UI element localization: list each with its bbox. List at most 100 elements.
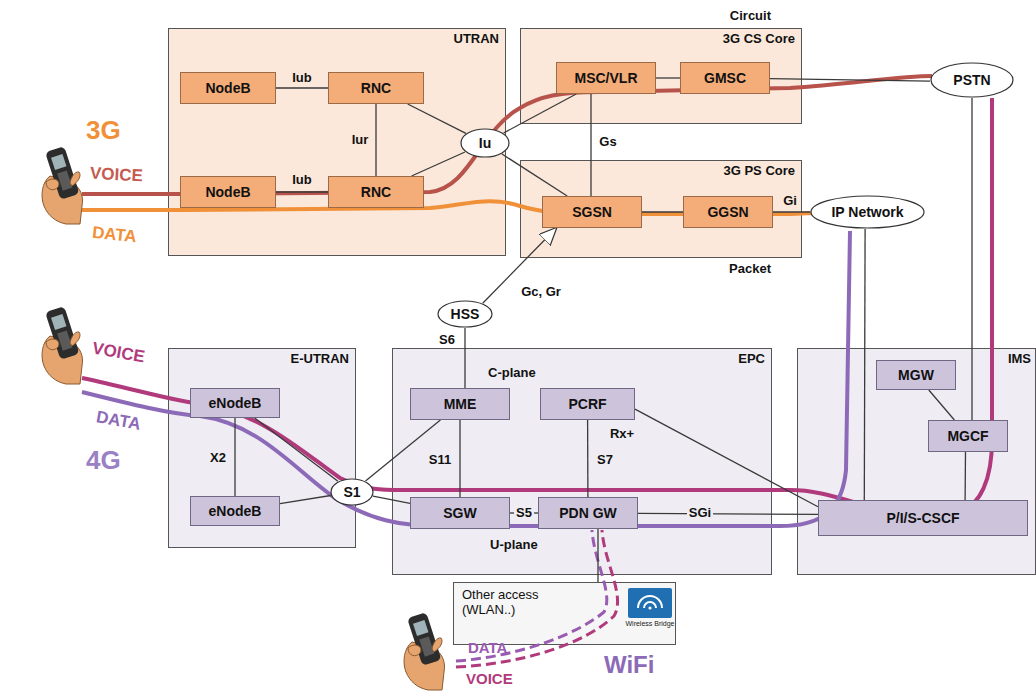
interface-label: Gi	[781, 194, 799, 208]
region-heading: Other access (WLAN..)	[462, 588, 582, 618]
region-heading: IMS	[1008, 352, 1031, 367]
element-name: GGSN	[707, 204, 748, 220]
interface-connector	[964, 452, 966, 500]
phone-4g	[42, 306, 83, 384]
region-panel: Other access (WLAN..)	[453, 582, 676, 645]
interface-label: Iub	[290, 173, 314, 187]
data-path-4g	[82, 231, 850, 526]
network-element-box: GGSN	[683, 196, 773, 228]
network-element-box: P/I/S-CSCF	[818, 500, 1028, 536]
interface-connector	[502, 154, 567, 196]
interface-ellipse: S1	[330, 478, 374, 506]
interface-connector	[276, 87, 328, 88]
network-element-box: SGSN	[542, 196, 642, 228]
circle-part	[648, 606, 651, 609]
region-panel: Circuit3G CS CoreMSC/VLRGMSC	[520, 28, 802, 124]
network-element-box: MGCF	[928, 420, 1008, 452]
element-name: SGW	[443, 505, 476, 521]
data-path-3g	[82, 201, 815, 214]
interface-connector	[276, 191, 328, 192]
element-name: MME	[444, 396, 477, 412]
interface-connector	[510, 512, 538, 513]
network-element-box: NodeB	[180, 72, 276, 104]
interface-connector	[773, 211, 810, 212]
element-name: GMSC	[704, 70, 746, 86]
interface-connector	[638, 513, 818, 514]
interface-connector	[597, 529, 598, 582]
interface-connector	[971, 98, 972, 420]
interface-connector	[864, 229, 866, 500]
interface-connector	[234, 418, 235, 496]
interface-label: Gs	[597, 135, 618, 149]
network-element-box: eNodeB	[190, 496, 280, 526]
ellipse-shape	[811, 196, 924, 228]
ellipse-shape	[461, 129, 509, 157]
interface-connector	[464, 328, 465, 388]
region-panel: IMS MGW MGCF P/I/S-CSCF	[797, 348, 1036, 575]
interface-label: Rx+	[608, 427, 636, 441]
element-name: P/I/S-CSCF	[886, 510, 959, 526]
voice-path-wifi	[456, 530, 618, 667]
network-element-box: eNodeB	[190, 388, 280, 418]
network-element-box: RNC	[328, 72, 424, 104]
interface-label: SGi	[687, 506, 713, 520]
network-element-box: PCRF	[540, 388, 635, 420]
interface-connector	[459, 420, 460, 497]
interface-connector	[375, 104, 376, 176]
region-heading: 3G CS Core	[723, 32, 795, 47]
annotation-label: 4G	[86, 446, 121, 475]
ellipse-shape	[931, 63, 1013, 97]
interface-connector	[408, 104, 466, 133]
path-part	[638, 596, 662, 608]
network-element-box: SGW	[410, 497, 510, 529]
rect-part	[628, 588, 672, 618]
element-name: RNC	[361, 184, 391, 200]
interface-ellipse: PSTN	[930, 62, 1014, 98]
interface-connector	[504, 94, 577, 133]
annotation-label: U-plane	[490, 538, 538, 552]
element-name: eNodeB	[209, 503, 262, 519]
annotation-label: DATA	[95, 408, 142, 434]
network-element-box: MSC/VLR	[556, 62, 656, 94]
network-element-box: PDN GW	[538, 497, 638, 529]
element-name: PDN GW	[559, 505, 617, 521]
region-heading: Circuit	[730, 9, 771, 24]
interface-connector	[590, 94, 591, 196]
interface-label: X2	[208, 451, 228, 465]
interface-label: Iub	[290, 71, 314, 85]
annotation-label: 3G	[86, 116, 121, 145]
interface-connector	[412, 152, 465, 176]
annotation-label: C-plane	[488, 366, 536, 380]
interface-connector	[642, 211, 683, 212]
element-name: PCRF	[568, 396, 606, 412]
region-heading: UTRAN	[454, 32, 500, 47]
interface-connector	[373, 496, 410, 503]
voice-path-4g	[82, 98, 992, 512]
wireless-bridge-icon	[628, 588, 672, 618]
annotation-label: WiFi	[604, 652, 654, 678]
annotation-label: VOICE	[90, 165, 144, 186]
interface-label: S6	[437, 333, 457, 347]
interface-label: S5	[514, 506, 534, 520]
region-heading: 3G PS Core	[723, 164, 795, 179]
annotation-label: DATA	[91, 224, 137, 247]
element-name: MSC/VLR	[575, 70, 638, 86]
element-name: Iu	[479, 135, 491, 151]
element-name: S1	[343, 484, 360, 500]
annotation-label: Wireless Bridge	[625, 620, 674, 628]
element-name: NodeB	[205, 184, 250, 200]
region-heading: E-UTRAN	[291, 352, 350, 367]
element-name: MGCF	[947, 428, 988, 444]
network-element-box: NodeB	[180, 176, 276, 208]
element-name: IP Network	[831, 204, 903, 220]
network-element-box: MGW	[876, 360, 956, 390]
element-name: PSTN	[953, 72, 990, 88]
interface-label: S7	[595, 453, 615, 467]
path-part	[644, 602, 656, 608]
ellipse-shape	[438, 301, 492, 327]
region-heading: EPC	[738, 352, 765, 367]
interface-label: Iur	[350, 133, 371, 147]
annotation-label: VOICE	[466, 671, 513, 688]
annotation-label: VOICE	[91, 340, 146, 368]
